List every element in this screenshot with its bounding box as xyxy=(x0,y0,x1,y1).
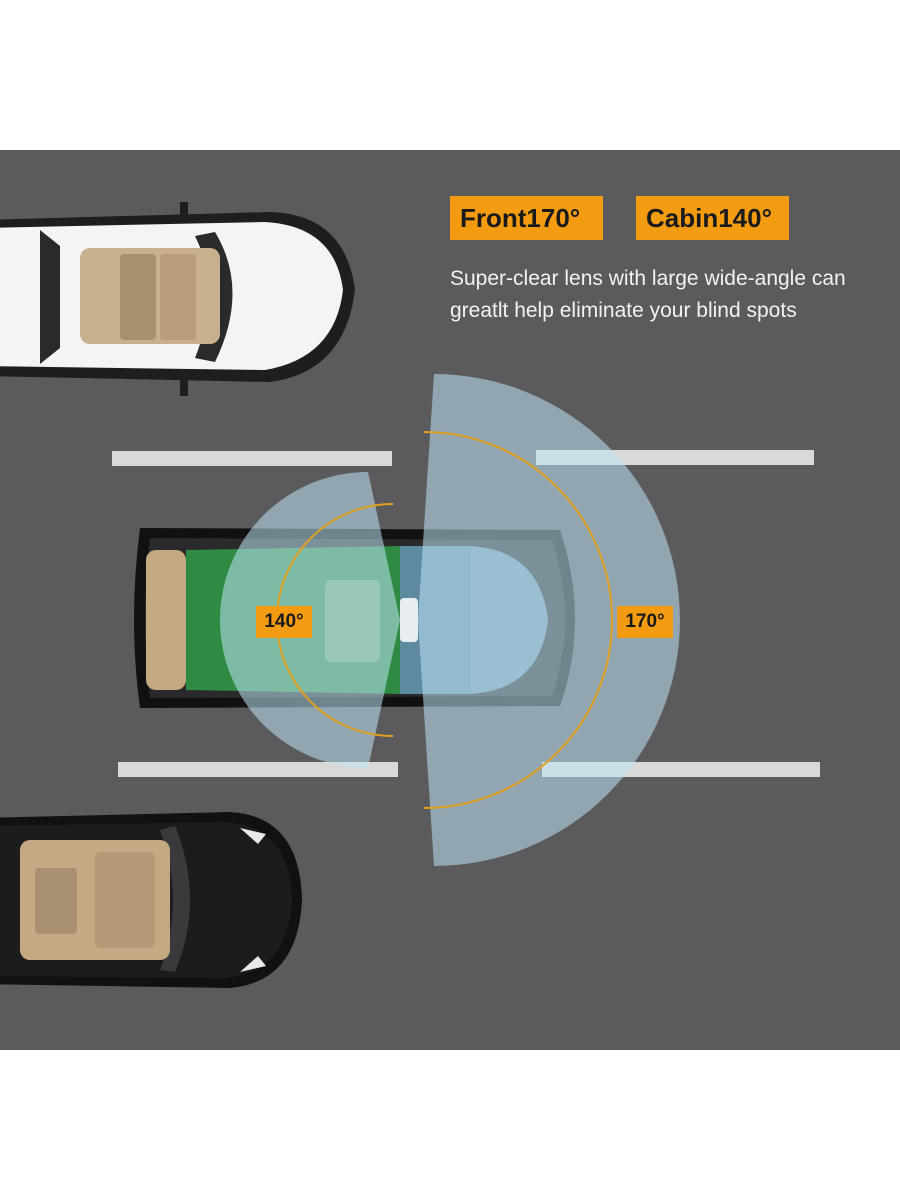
lane-line-upper-left xyxy=(112,451,392,466)
black-car xyxy=(0,812,302,988)
white-car xyxy=(0,202,355,396)
lane-line-lower-left xyxy=(118,762,398,777)
front-angle-label: 170° xyxy=(617,606,673,638)
front-view-cone xyxy=(418,374,680,866)
dashcam-device xyxy=(400,598,418,642)
front-angle-badge: Front170° xyxy=(450,196,603,240)
parking-scene: Front170° Cabin140° Super-clear lens wit… xyxy=(0,150,900,1050)
cabin-angle-badge: Cabin140° xyxy=(636,196,789,240)
cabin-angle-label: 140° xyxy=(256,606,312,638)
front-view-arc xyxy=(423,431,613,809)
description-line-2: greatlt help eliminate your blind spots xyxy=(450,299,797,322)
description-line-1: Super-clear lens with large wide-angle c… xyxy=(450,267,846,290)
scene-illustration xyxy=(0,202,820,988)
